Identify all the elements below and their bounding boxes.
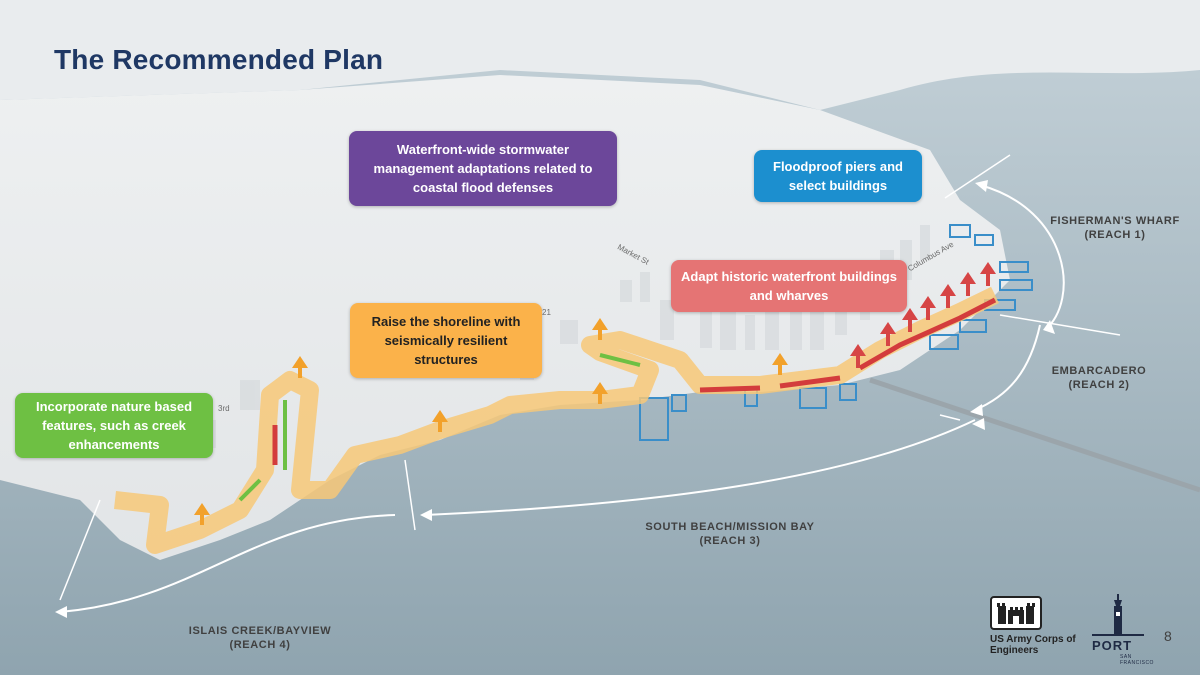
usace-wordmark: US Army Corps of Engineers bbox=[990, 634, 1076, 656]
nature-segments bbox=[238, 353, 641, 502]
callout-shoreline: Raise the shoreline with seismically res… bbox=[350, 303, 542, 378]
street-label-21: 21 bbox=[542, 308, 551, 317]
bay-bridge bbox=[869, 377, 1200, 493]
port-logo: PORT SAN FRANCISCO bbox=[1086, 592, 1156, 666]
callout-stormwater: Waterfront-wide stormwater management ad… bbox=[349, 131, 617, 206]
reach-4-name: ISLAIS CREEK/BAYVIEW bbox=[188, 625, 332, 637]
reach-arrowheads bbox=[55, 180, 1055, 618]
reach-2-sub: (REACH 2) bbox=[1068, 379, 1130, 391]
callout-nature: Incorporate nature based features, such … bbox=[15, 393, 213, 458]
port-tower-icon bbox=[1092, 594, 1144, 636]
port-subtitle: SAN FRANCISCO bbox=[1120, 654, 1154, 666]
callout-floodproof: Floodproof piers and select buildings bbox=[754, 150, 922, 202]
reach-2-name: EMBARCADERO bbox=[1051, 365, 1147, 377]
page-number: 8 bbox=[1164, 628, 1172, 644]
reach-4-label: ISLAIS CREEK/BAYVIEW (REACH 4) bbox=[180, 624, 340, 652]
reach-dividers bbox=[59, 154, 1121, 601]
reach-2-label: EMBARCADERO (REACH 2) bbox=[1034, 364, 1164, 392]
raise-arrow-icon bbox=[194, 318, 788, 525]
reach-3-name: SOUTH BEACH/MISSION BAY bbox=[645, 521, 815, 533]
usace-castle-icon bbox=[990, 596, 1042, 630]
historic-segments bbox=[272, 297, 997, 465]
reach-3-label: SOUTH BEACH/MISSION BAY (REACH 3) bbox=[630, 520, 830, 548]
piers bbox=[639, 224, 1033, 441]
reach-1-name: FISHERMAN'S WHARF bbox=[1050, 215, 1180, 227]
shoreline-band bbox=[114, 286, 999, 554]
reach-arcs bbox=[59, 184, 1065, 613]
reach-1-label: FISHERMAN'S WHARF (REACH 1) bbox=[1050, 214, 1180, 242]
callout-historic: Adapt historic waterfront buildings and … bbox=[671, 260, 907, 312]
street-label-3rd: 3rd bbox=[218, 404, 230, 413]
distant-land bbox=[0, 0, 1200, 110]
reach-1-sub: (REACH 1) bbox=[1084, 229, 1146, 241]
reach-4-sub: (REACH 4) bbox=[229, 639, 291, 651]
reach-3-sub: (REACH 3) bbox=[699, 535, 761, 547]
adapt-arrow-icon bbox=[850, 262, 996, 368]
slide-title: The Recommended Plan bbox=[54, 44, 384, 75]
usace-logo: US Army Corps of Engineers bbox=[990, 596, 1082, 662]
port-wordmark: PORT bbox=[1092, 638, 1133, 653]
